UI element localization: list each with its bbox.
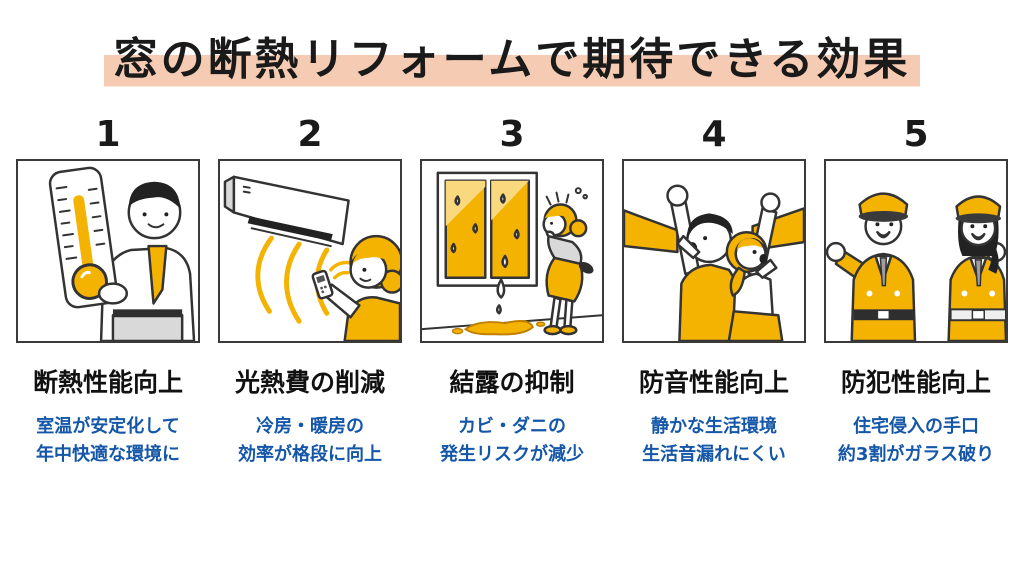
- panel-description: 住宅侵入の手口 約3割がガラス破り: [838, 413, 994, 469]
- water-drops-icon: [450, 193, 520, 315]
- panel-illustration-box: [16, 159, 200, 344]
- panel-description: 静かな生活環境 生活音漏れにくい: [642, 413, 786, 469]
- condensation-window-illustration: [422, 172, 602, 336]
- panel-illustration-box: [218, 159, 402, 344]
- panel-heading: 光熱費の削減: [234, 368, 385, 398]
- panel-heading: 結露の抑制: [449, 368, 575, 398]
- desc-line-2: 年中快適な環境に: [36, 444, 180, 466]
- benefit-panels: 1: [0, 113, 1024, 469]
- desc-line-2: 生活音漏れにくい: [642, 444, 786, 466]
- guard-man-icon: [826, 192, 917, 342]
- cheering-man-icon: [666, 184, 738, 342]
- person-icon: [99, 182, 196, 342]
- panel-insulation: 1: [15, 113, 201, 469]
- desc-line-1: 冷房・暖房の: [256, 416, 364, 438]
- desc-line-2: 効率が格段に向上: [238, 444, 382, 466]
- man-with-thermometer-illustration: [48, 167, 196, 342]
- hand-icon: [97, 282, 129, 306]
- remote-signal-icon: [329, 261, 353, 280]
- desc-line-2: 約3割がガラス破り: [837, 444, 995, 466]
- desc-line-1: カビ・ダニの: [458, 416, 566, 438]
- panel-condensation: 3: [419, 113, 605, 469]
- window-icon: [436, 172, 538, 288]
- cheering-woman-icon: [725, 192, 784, 342]
- air-conditioner-remote-illustration: [223, 175, 400, 342]
- panel-number: 3: [499, 114, 525, 156]
- panel-heading: 防犯性能向上: [840, 368, 991, 398]
- worried-woman-icon: [542, 187, 594, 336]
- puddle-icon: [463, 320, 534, 336]
- panel-number: 5: [903, 114, 929, 156]
- title-wrap: 窓の断熱リフォームで期待できる効果: [0, 0, 1024, 90]
- panel-heading: 断熱性能向上: [32, 368, 183, 398]
- panel-description: 室温が安定化して 年中快適な環境に: [36, 413, 180, 469]
- panel-illustration-box: [622, 159, 806, 344]
- air-conditioner-icon: [223, 175, 350, 248]
- panel-soundproof: 4: [621, 113, 807, 469]
- panel-number: 4: [701, 114, 727, 156]
- guard-woman-icon: [947, 195, 1006, 342]
- panel-heading: 防音性能向上: [638, 368, 789, 398]
- desc-line-1: 静かな生活環境: [650, 416, 777, 438]
- panel-description: カビ・ダニの 発生リスクが減少: [440, 413, 584, 469]
- panel-illustration-box: [420, 159, 604, 344]
- panel-description: 冷房・暖房の 効率が格段に向上: [238, 413, 382, 469]
- thermometer-icon: [48, 167, 119, 309]
- desc-line-2: 発生リスクが減少: [440, 444, 584, 466]
- panel-illustration-box: [824, 159, 1008, 344]
- security-guards-illustration: [826, 192, 1006, 342]
- megaphone-people-illustration: [624, 184, 804, 342]
- desc-line-1: 住宅侵入の手口: [852, 416, 979, 438]
- panel-energy-cost: 2: [217, 113, 403, 469]
- woman-with-remote-icon: [311, 235, 400, 342]
- megaphone-left-icon: [624, 209, 679, 254]
- panel-number: 1: [95, 114, 121, 156]
- page-title: 窓の断熱リフォームで期待できる効果: [103, 30, 921, 90]
- panel-security: 5: [823, 113, 1009, 469]
- panel-number: 2: [297, 114, 323, 156]
- desc-line-1: 室温が安定化して: [36, 416, 180, 438]
